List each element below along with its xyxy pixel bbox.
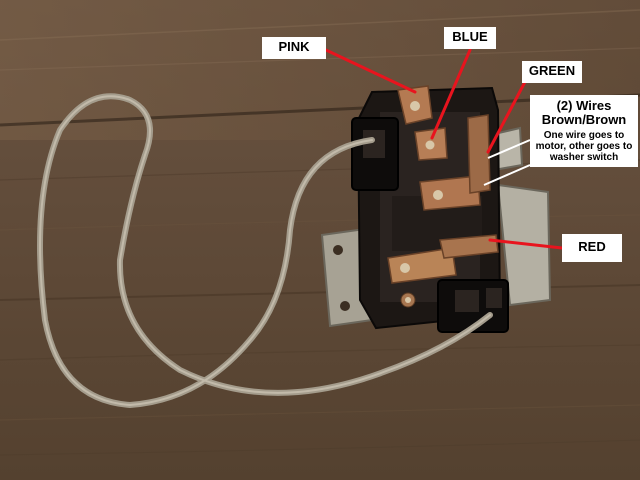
- wires-subtitle: Brown/Brown: [541, 112, 627, 128]
- brown-wire: [37, 93, 493, 408]
- wires-note: One wire goes to motor, other goes to wa…: [535, 129, 633, 163]
- red-wire-label: RED: [562, 234, 622, 262]
- callout-line-pink: [324, 48, 417, 94]
- wire-connectors: [351, 117, 509, 333]
- wires-title: (2) Wires: [556, 98, 612, 113]
- callout-line-blue: [430, 48, 472, 140]
- callout-lines: [324, 48, 564, 250]
- brown-wires-label: (2) Wires Brown/Brown One wire goes to m…: [530, 95, 638, 167]
- callout-line-green: [486, 78, 528, 154]
- callout-line-red: [488, 238, 564, 250]
- brass-terminals: [387, 85, 499, 308]
- blue-wire-label: BLUE: [444, 27, 496, 49]
- white-callout-lines: [483, 139, 531, 186]
- green-wire-label: GREEN: [522, 61, 582, 83]
- pink-wire-label: PINK: [262, 37, 326, 59]
